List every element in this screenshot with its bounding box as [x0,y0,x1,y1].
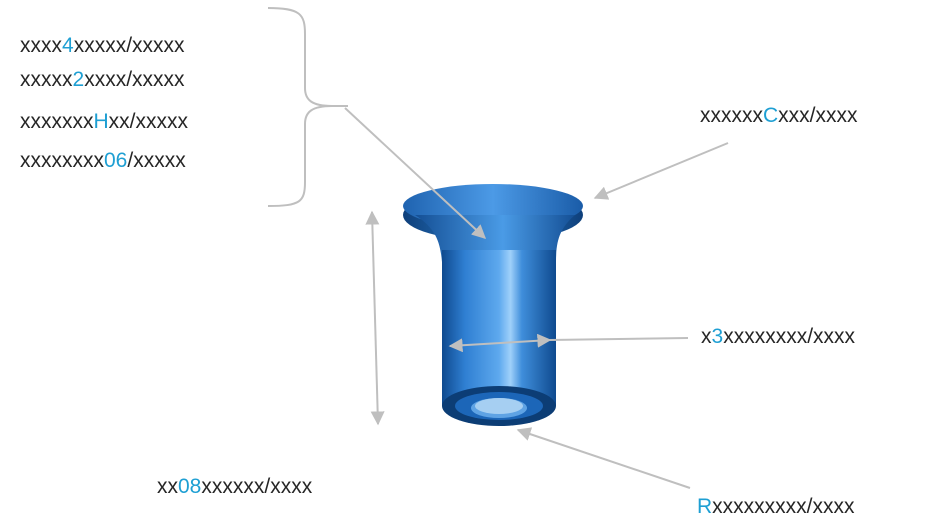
flanged-bushing-3d-icon [403,184,583,426]
label-code: R [697,495,713,518]
diameter-leader-line [549,337,689,341]
end-label: Rxxxxxxxxx/xxxx [697,494,855,520]
label-text: xxxxxxxxx/xxxx [712,495,855,518]
label-code: C [763,104,779,127]
length-label: xx08xxxxxx/xxxx [157,474,312,500]
label-code: 4 [62,34,74,57]
label-text: xxxxxx [700,104,763,127]
top-group-leader-arrow [344,107,487,239]
label-text: xxxxxx/xxxx [201,475,313,498]
label-text: xx [157,475,178,498]
label-text: xxxxx/xxxxx [73,34,185,57]
label-text: xxxx [20,34,62,57]
label-text: xxx/xxxx [778,104,858,127]
label-text: xxxxx [20,68,73,91]
end-leader-arrow [516,427,691,489]
label-line-4: xxxxxxxx06/xxxxx [20,148,186,174]
diameter-label: x3xxxxxxxx/xxxx [701,324,855,350]
label-line-2: xxxxx2xxxx/xxxxx [20,67,185,93]
group-bracket [267,7,348,207]
label-code: 3 [711,325,724,348]
label-text: xxxxxxxx/xxxx [723,325,856,348]
label-line-1: xxxx4xxxxx/xxxxx [20,33,185,59]
label-text: x [701,325,712,348]
label-text: xx/xxxxx [108,110,189,133]
label-code: H [93,110,109,133]
label-code: 06 [104,149,128,172]
label-code: 2 [72,68,85,91]
label-text: /xxxxx [127,149,186,172]
label-text: xxxx/xxxxx [84,68,185,91]
label-text: xxxxxxxx [20,149,104,172]
length-dimension-arrow [365,210,385,426]
flange-label: xxxxxxCxxx/xxxx [700,103,858,129]
flange-leader-arrow [593,142,729,200]
diameter-dimension-arrow [448,333,552,353]
label-line-3: xxxxxxxHxx/xxxxx [20,109,188,135]
label-text: xxxxxxx [20,110,94,133]
label-code: 08 [178,475,202,498]
